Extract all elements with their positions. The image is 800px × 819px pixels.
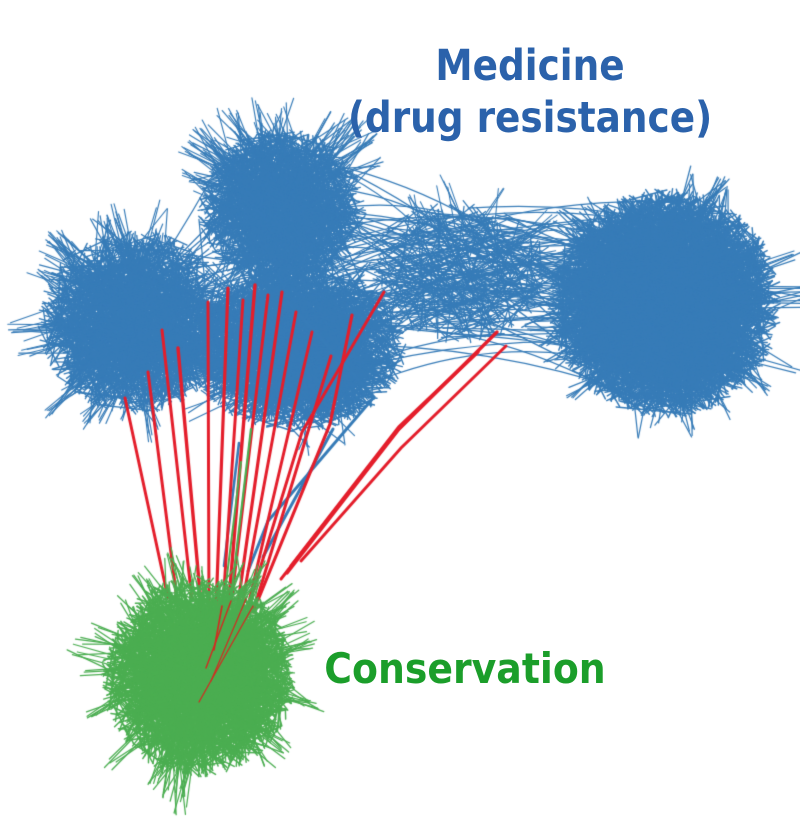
medicine-label: Medicine (drug resistance) — [348, 40, 712, 144]
medicine-label-line2: (drug resistance) — [347, 93, 713, 143]
medicine-label-line1: Medicine — [435, 41, 625, 91]
conservation-label: Conservation — [324, 644, 606, 693]
